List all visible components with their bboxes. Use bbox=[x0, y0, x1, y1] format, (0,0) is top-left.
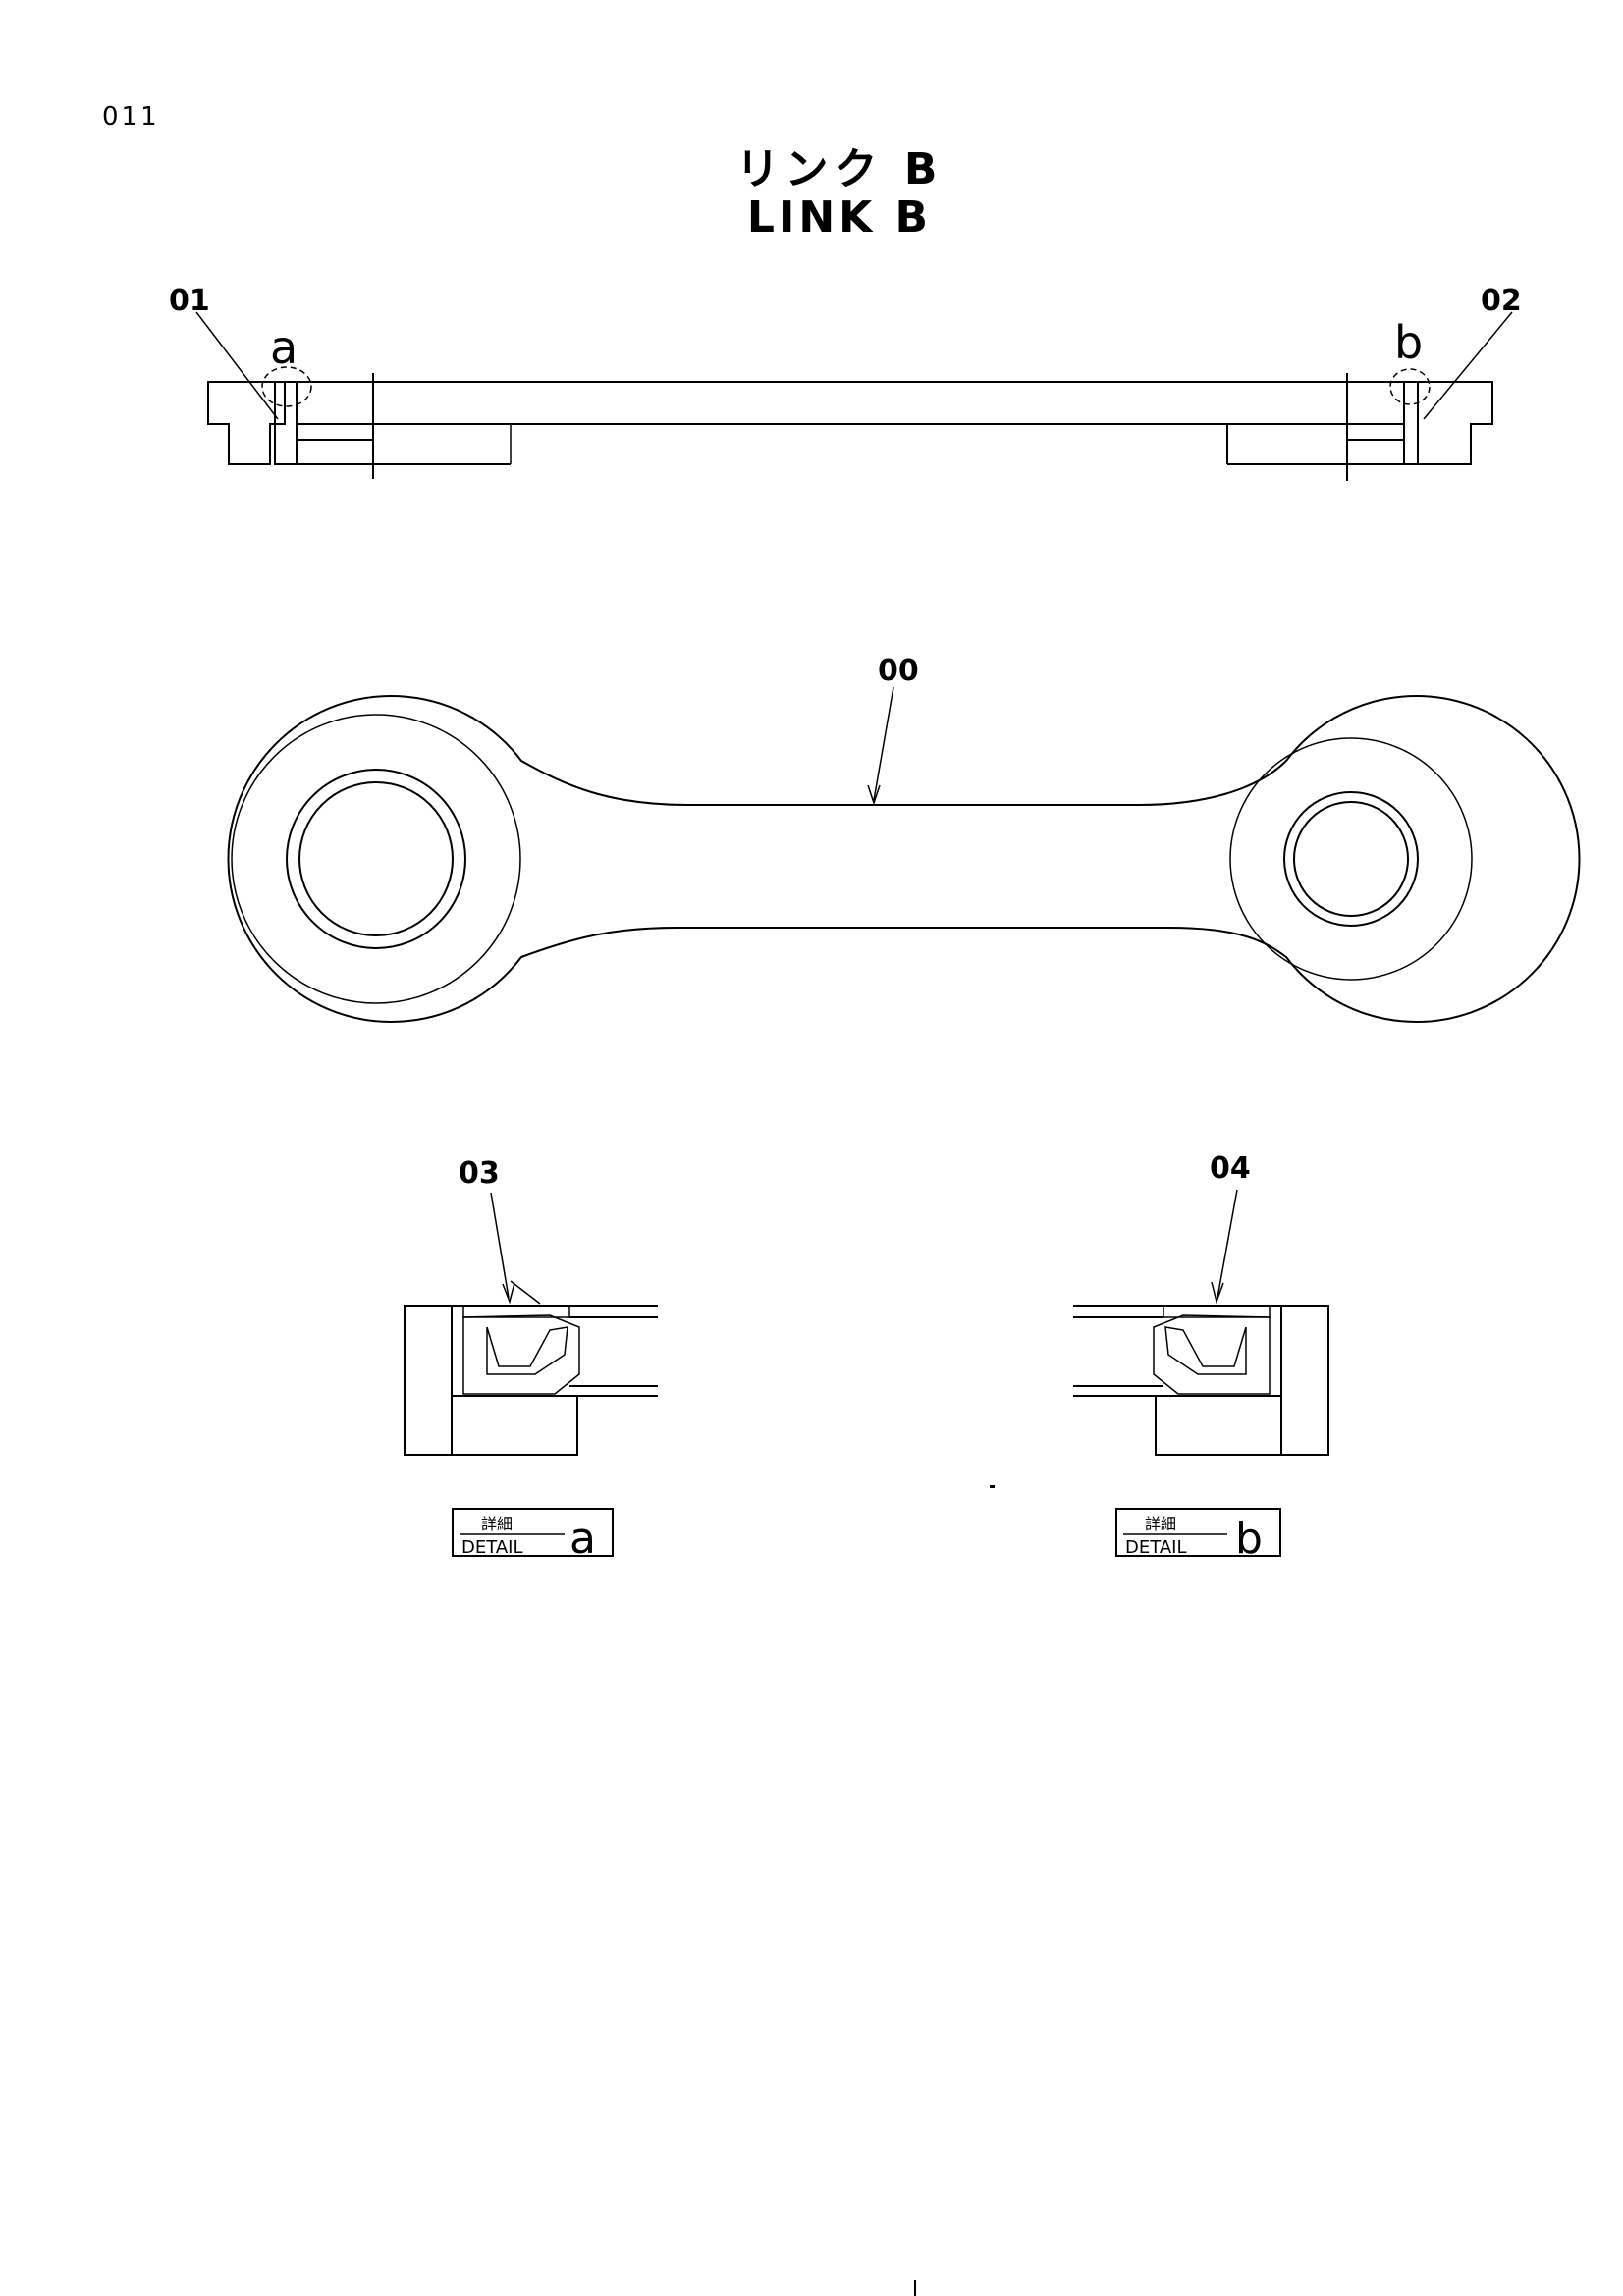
label-03: 03 bbox=[459, 1156, 500, 1191]
section-view bbox=[195, 311, 1513, 481]
title-japanese: リンク B bbox=[735, 144, 944, 194]
label-00: 00 bbox=[878, 654, 919, 688]
plan-view bbox=[227, 686, 1581, 1023]
right-bore-outer bbox=[1283, 791, 1419, 927]
left-eye-boss-inner bbox=[231, 714, 521, 1004]
detail-box-b: 詳細 DETAIL b bbox=[1115, 1508, 1281, 1564]
left-boss-section bbox=[207, 381, 286, 465]
title-english: LINK B bbox=[746, 192, 933, 242]
label-04: 04 bbox=[1210, 1151, 1251, 1186]
detail-a-letter: a bbox=[569, 1514, 596, 1564]
label-02: 02 bbox=[1481, 284, 1522, 318]
detail-a-word: DETAIL bbox=[461, 1537, 522, 1558]
detail-a-kanji: 詳細 bbox=[481, 1515, 513, 1533]
link-body-section bbox=[373, 381, 1347, 425]
detail-b-letter: b bbox=[1235, 1514, 1263, 1564]
label-01: 01 bbox=[169, 284, 210, 318]
detail-b-kanji: 詳細 bbox=[1145, 1515, 1176, 1533]
left-bore-inner bbox=[298, 781, 454, 936]
right-boss-section bbox=[1417, 381, 1493, 465]
detail-a-view bbox=[404, 1280, 658, 1456]
detail-marker-b: b bbox=[1394, 316, 1423, 369]
detail-b-word: DETAIL bbox=[1125, 1537, 1186, 1558]
link-outline bbox=[227, 695, 1581, 1023]
page-number: 011 bbox=[102, 102, 160, 132]
detail-b-view bbox=[1073, 1305, 1329, 1456]
detail-circle-a bbox=[261, 366, 312, 407]
right-bushing bbox=[1403, 381, 1419, 465]
detail-box-a: 詳細 DETAIL a bbox=[452, 1508, 614, 1564]
detail-marker-a: a bbox=[270, 321, 298, 374]
right-bore-inner bbox=[1293, 801, 1409, 917]
seal-lip-b bbox=[1153, 1314, 1271, 1395]
left-bore-outer bbox=[286, 769, 466, 949]
right-eye-boss-inner bbox=[1229, 737, 1473, 981]
seal-lip-a bbox=[462, 1314, 580, 1395]
detail-circle-b bbox=[1389, 368, 1431, 405]
